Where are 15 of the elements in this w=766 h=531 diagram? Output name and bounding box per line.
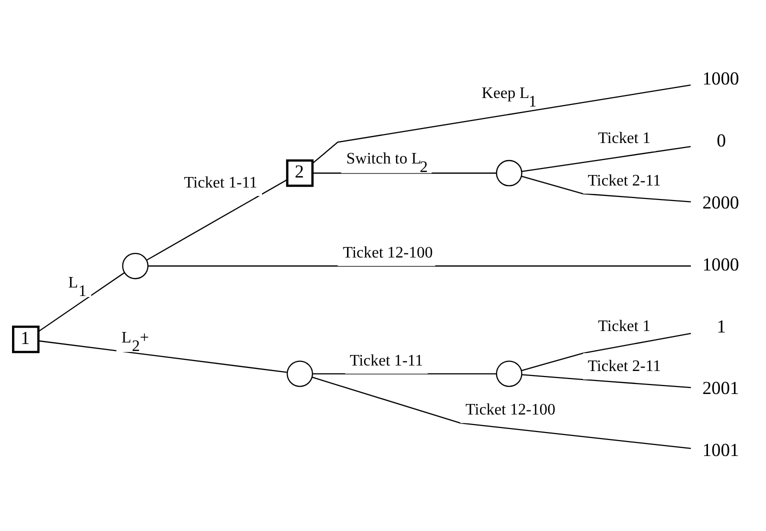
node-text: 2000 (702, 192, 740, 212)
edge-label: Ticket 1 (598, 129, 650, 146)
edge-label: Ticket 12-100 (342, 244, 433, 262)
node-text: 1000 (702, 254, 740, 274)
edge-label: Ticket 12-100 (466, 401, 556, 418)
edge-label: Ticket 1 (598, 318, 650, 335)
edge-label: Ticket 2-11 (588, 172, 661, 189)
node-text: 2001 (702, 378, 740, 398)
node-text: 1 (716, 316, 726, 336)
edge-label: Ticket 1-11 (184, 174, 258, 192)
node-text: 1000 (702, 68, 740, 88)
edge-label: Ticket 2-11 (588, 358, 661, 375)
node-text: 1001 (702, 440, 740, 460)
node-text: 0 (716, 130, 726, 150)
edge-label: Ticket 1-11 (350, 352, 424, 369)
